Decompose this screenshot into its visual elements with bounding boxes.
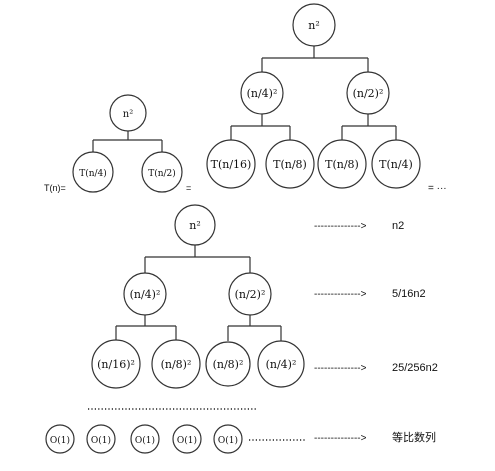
tree-level2-label-1: (n/16)² (97, 358, 135, 371)
small-tree-right-node (141, 151, 183, 193)
level-sums: --------------> n2 --------------> 5/16n… (314, 220, 438, 444)
tree-root-label: n² (189, 219, 201, 232)
expanded-left-label: (n/4)² (247, 87, 278, 100)
small-tree-root-label: n² (123, 109, 133, 120)
tree-level2-node-1 (91, 339, 141, 389)
expanded-lr-node (265, 139, 315, 189)
expanded-root-node (292, 3, 336, 47)
tree-level2-node-4 (257, 340, 305, 388)
leaf-node-1 (45, 424, 75, 454)
tree-level2-node-3 (205, 341, 251, 387)
tree-level1-right-node (228, 272, 272, 316)
tree-level2-label-3: (n/8)² (213, 358, 244, 371)
leaf-label-1: O(1) (50, 435, 70, 446)
expanded-ll-label: T(n/16) (211, 158, 252, 171)
level-sum-2: 5/16n2 (392, 288, 426, 300)
small-tree-edges (92, 130, 163, 152)
tree-level1-left-node (123, 272, 167, 316)
expanded-left-node (240, 71, 284, 115)
expanded-ll-node (206, 139, 256, 189)
expanded-root-label: n² (308, 19, 320, 32)
leaf-node-3 (130, 424, 160, 454)
level-sum-arrow-1: --------------> (314, 221, 367, 232)
leaf-node-4 (172, 424, 202, 454)
level-sum-arrow-4: --------------> (314, 433, 367, 444)
small-tree-right-label: T(n/2) (148, 168, 176, 179)
leaf-label-4: O(1) (177, 435, 197, 446)
leaf-node-5 (213, 424, 243, 454)
expanded-rr-node (371, 139, 421, 189)
tree-level1-left-label: (n/4)² (130, 288, 161, 301)
leaf-label-5: O(1) (218, 435, 238, 446)
expanded-lr-label: T(n/8) (273, 158, 307, 171)
leaf-label-3: O(1) (135, 435, 155, 446)
recursion-tree: n² (n/4)² (n/2)² (n/16)² (n/8)² (n/8)² (… (45, 204, 306, 454)
expanded-right-node (346, 71, 390, 115)
small-tree: n² T(n/4) T(n/2) (72, 94, 183, 193)
expanded-right-label: (n/2)² (353, 87, 384, 100)
leaf-node-2 (86, 424, 116, 454)
small-tree-root-node (109, 94, 147, 132)
level-sum-3: 25/256n2 (392, 362, 438, 374)
small-tree-left-node (72, 151, 114, 193)
expanded-rl-node (317, 139, 367, 189)
equation-lhs: T(n)= (44, 183, 66, 193)
level-sum-arrow-3: --------------> (314, 363, 367, 374)
tree-root-node (174, 204, 216, 246)
level-sum-1: n2 (392, 220, 404, 232)
expanded-tree: n² (n/4)² (n/2)² T(n/16) T(n/8) T(n/8) T… (206, 3, 421, 189)
level-sum-4: 等比数列 (392, 430, 436, 444)
tree-level2-node-2 (151, 339, 201, 389)
expanded-tree-edges (230, 45, 397, 144)
small-tree-left-label: T(n/4) (79, 168, 107, 179)
level-sum-arrow-2: --------------> (314, 289, 367, 300)
leaf-label-2: O(1) (91, 435, 111, 446)
expanded-rr-label: T(n/4) (379, 158, 413, 171)
tree-level2-label-2: (n/8)² (161, 358, 192, 371)
equation-continuation: = ··· (428, 183, 447, 194)
tree-level2-label-4: (n/4)² (266, 358, 297, 371)
expanded-rl-label: T(n/8) (325, 158, 359, 171)
equals-sign: = (186, 183, 191, 193)
recursion-tree-edges (115, 245, 282, 341)
tree-level1-right-label: (n/2)² (235, 288, 266, 301)
